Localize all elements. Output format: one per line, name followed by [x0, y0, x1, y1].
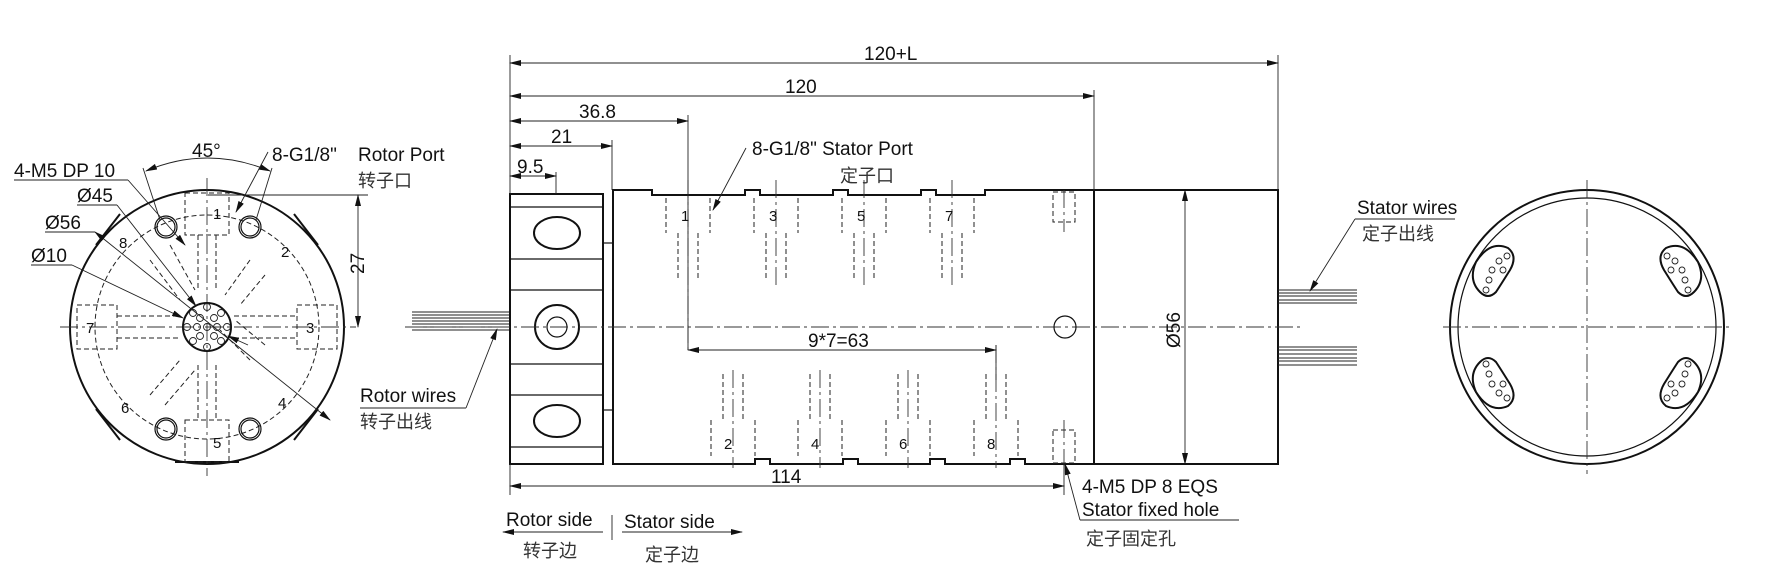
stator-wires: [1278, 289, 1357, 366]
port-number: 6: [121, 400, 129, 417]
dim-36-8: 36.8: [579, 102, 616, 123]
stator-wires-label: Stator wires: [1357, 198, 1457, 219]
stator-port-number: 5: [857, 208, 865, 225]
rotor-wires-cn: 转子出线: [360, 412, 432, 433]
wire-slot: [1471, 244, 1515, 297]
dim-120: 120: [785, 77, 817, 98]
port-number: 3: [306, 320, 314, 337]
dim-27: 27: [348, 253, 369, 274]
side-view: 1 3 5 7 2 4 6 8: [360, 44, 1457, 566]
rotor-port-cn: 转子口: [358, 171, 412, 192]
stator-port-number: 1: [681, 208, 689, 225]
rotor-wires: [412, 311, 510, 331]
dia-10: Ø10: [31, 246, 67, 267]
fixed-hole-label: Stator fixed hole: [1082, 500, 1219, 521]
rotor-side-cn: 转子边: [523, 541, 577, 562]
dim-21: 21: [551, 127, 572, 148]
port-number: 2: [281, 244, 289, 261]
dim-total: 120+L: [864, 44, 917, 65]
dia-45: Ø45: [77, 186, 113, 207]
pitch-dim: 9*7=63: [808, 331, 869, 352]
bottom-ports: [710, 374, 1019, 456]
dia-56: Ø56: [45, 213, 81, 234]
stator-port-cn: 定子口: [840, 166, 894, 187]
right-end-view: [1443, 180, 1733, 474]
stator-port-number: 3: [769, 208, 777, 225]
stator-side-cn: 定子边: [645, 545, 699, 566]
dia-body: Ø56: [1164, 312, 1185, 348]
port-number: 1: [213, 206, 221, 223]
angle-label: 45°: [192, 141, 221, 162]
wire-slot: [1471, 357, 1515, 410]
dim-9-5: 9.5: [517, 157, 543, 178]
top-ports: [665, 198, 975, 280]
wire-slot: [1659, 244, 1703, 297]
stator-wires-cn: 定子出线: [1362, 224, 1434, 245]
dim-114: 114: [771, 467, 802, 488]
rotor-port-label: Rotor Port: [358, 145, 445, 166]
port-number: 7: [86, 320, 94, 337]
stator-port-number: 8: [987, 436, 995, 453]
fixed-hole-cn: 定子固定孔: [1086, 529, 1176, 550]
rotor-port-spec: 8-G1/8": [272, 145, 337, 166]
wire-slot: [1659, 357, 1703, 410]
stator-port-number: 7: [945, 208, 953, 225]
port-number: 8: [119, 235, 127, 252]
port-number: 5: [213, 435, 221, 452]
stator-port-number: 6: [899, 436, 907, 453]
stator-body: [612, 189, 1279, 465]
stator-port-spec: 8-G1/8" Stator Port: [752, 139, 914, 160]
mount-hole-spec: 4-M5 DP 10: [14, 161, 115, 182]
left-end-view: 1 2 3 4 5 6 7 8 45° 8-G1/8" Rotor Port 转…: [14, 141, 445, 476]
stator-port-number: 4: [811, 436, 819, 453]
port-number: 4: [278, 395, 286, 412]
stator-side-label: Stator side: [624, 512, 715, 533]
rotor-wires-label: Rotor wires: [360, 386, 456, 407]
stator-port-number: 2: [724, 436, 732, 453]
fixed-hole-spec: 4-M5 DP 8 EQS: [1082, 477, 1218, 498]
rotor-side-label: Rotor side: [506, 510, 593, 531]
rotor-flange: [509, 193, 604, 465]
